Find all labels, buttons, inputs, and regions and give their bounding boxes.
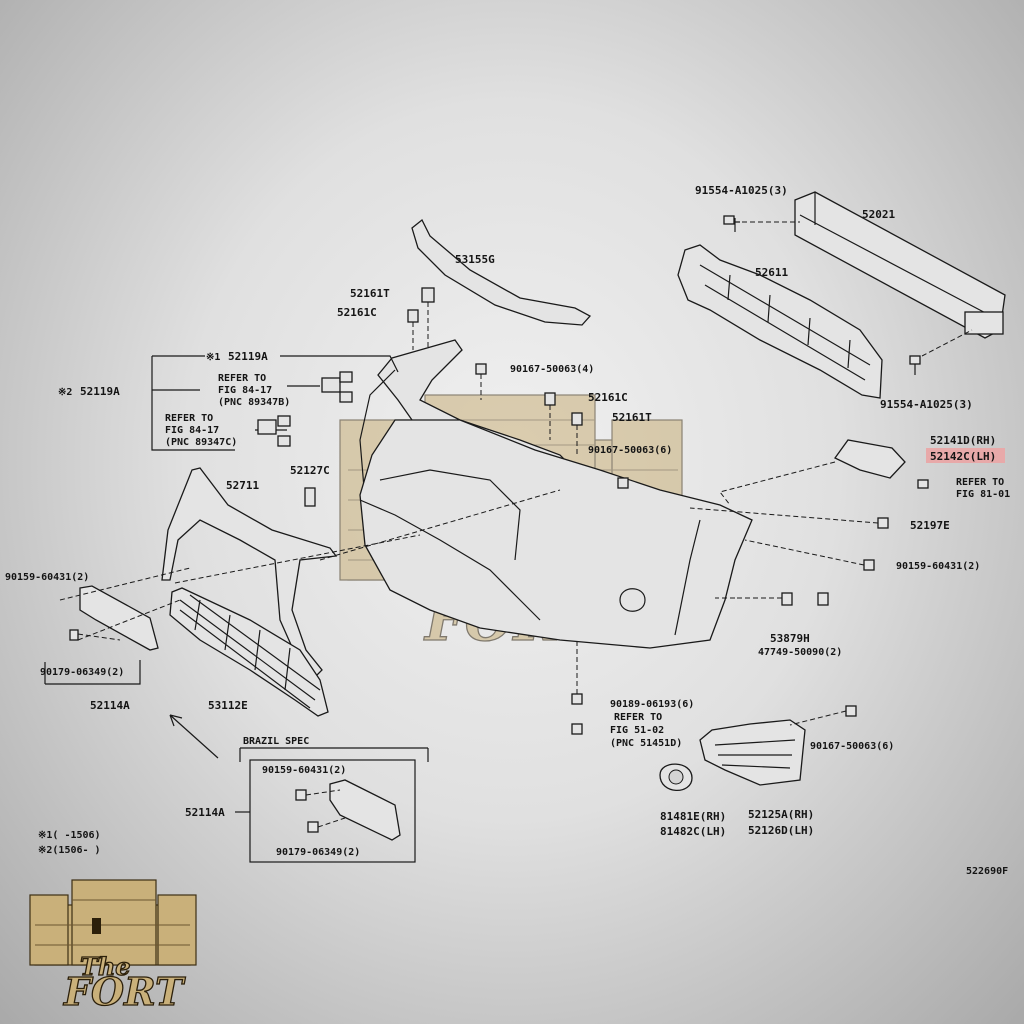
screw-90167-b [617, 477, 629, 489]
clip-52161c-b [544, 392, 556, 440]
clip-53879h [735, 592, 793, 606]
logo-fort-text: FORT [63, 969, 186, 1014]
label-52125a: 52125A(RH) [748, 808, 814, 821]
energy-absorber-52611 [677, 244, 883, 399]
label-52197e: 52197E [910, 519, 950, 532]
label-90189: 90189-06193(6) [610, 699, 694, 710]
bumper-reinforcement-52021 [794, 191, 1006, 339]
label-52127c: 52127C [290, 464, 330, 477]
label-90159-b: 90159-60431(2) [262, 765, 346, 776]
clip-52197e [689, 507, 889, 529]
legend-2: ※2(1506- ) [38, 845, 101, 856]
screw-90159-r [744, 539, 875, 571]
label-52119a-1: 52119A [228, 350, 268, 363]
bolt-91554-bottom [909, 329, 973, 375]
label-52611: 52611 [755, 266, 788, 279]
label-52021: 52021 [862, 208, 895, 221]
clip-52161t-b [571, 412, 583, 455]
refer3-line1: REFER TO [956, 477, 1004, 488]
refer1-line1: REFER TO [218, 373, 266, 384]
direction-arrow [169, 714, 219, 759]
fog-cover-52125a [699, 705, 857, 786]
label-53879h: 53879H [770, 632, 810, 645]
clip-52161t-a [421, 287, 435, 350]
moulding-53155g [411, 218, 592, 326]
label-90167-6b: 90167-50063(6) [810, 741, 894, 752]
label-52119a-2: 52119A [80, 385, 120, 398]
label-52161c-a: 52161C [337, 306, 377, 319]
label-90159-r: 90159-60431(2) [896, 561, 980, 572]
fort-logo: The FORT [29, 879, 197, 1015]
highlight-52142c [926, 448, 1005, 463]
label-52161c-b: 52161C [588, 391, 628, 404]
label-91554-top: 91554-A1025(3) [695, 184, 788, 197]
screw-90189 [571, 640, 583, 735]
label-90167-6a: 90167-50063(6) [588, 445, 672, 456]
label-52161t-a: 52161T [350, 287, 390, 300]
refer1-line2: FIG 84-17 [218, 385, 272, 396]
refer-bracket-lines [151, 355, 235, 451]
mark-1: ※1 [206, 352, 220, 363]
label-52711: 52711 [226, 479, 259, 492]
bumper-cover [359, 419, 753, 649]
clip-52161c-a [407, 309, 419, 350]
leader-52119a [280, 355, 399, 373]
side-retainer-52141d [719, 439, 929, 506]
label-90167-4: 90167-50063(4) [510, 364, 594, 375]
refer4-line2: FIG 51-02 [610, 725, 664, 736]
figure-code: 522690F [966, 866, 1008, 877]
label-53155g: 53155G [455, 253, 495, 266]
screw-90167-a [475, 363, 487, 400]
clip-47749 [817, 592, 829, 606]
refer2-line3: (PNC 89347C) [165, 437, 237, 448]
label-52114a: 52114A [90, 699, 130, 712]
label-90159-l: 90159-60431(2) [5, 572, 89, 583]
refer2-line2: FIG 84-17 [165, 425, 219, 436]
refer1-line3: (PNC 89347B) [218, 397, 290, 408]
label-53112e: 53112E [208, 699, 248, 712]
connector-89347b [321, 371, 353, 403]
logo-the-text: The [80, 952, 131, 981]
brazil-spec-title: BRAZIL SPEC [243, 736, 309, 747]
label-90179-b: 90179-06349(2) [276, 847, 360, 858]
refer2-line1: REFER TO [165, 413, 213, 424]
refer3-line2: FIG 81-01 [956, 489, 1010, 500]
mark-2: ※2 [58, 387, 72, 398]
connector-89347c [257, 415, 291, 447]
label-81481e: 81481E(RH) [660, 810, 726, 823]
lower-grille-53112e [169, 587, 329, 717]
label-47749: 47749-50090(2) [758, 647, 842, 658]
bolt-91554-top [723, 215, 800, 232]
refer4-line3: (PNC 51451D) [610, 738, 682, 749]
brazil-spec-box [235, 747, 429, 863]
label-81482c: 81482C(LH) [660, 825, 726, 838]
label-91554-bottom: 91554-A1025(3) [880, 398, 973, 411]
label-52161t-b: 52161T [612, 411, 652, 424]
assembly-dashed-lines [59, 489, 561, 641]
label-90179-l: 90179-06349(2) [40, 667, 124, 678]
bracket-52127c [304, 487, 316, 507]
label-52142c: 52142C(LH) [930, 450, 996, 463]
label-52114a-b: 52114A [185, 806, 225, 819]
legend-1: ※1( -1506) [38, 830, 101, 841]
label-52141d: 52141D(RH) [930, 434, 996, 447]
refer4-line1: REFER TO [614, 712, 662, 723]
license-bracket-52114a [69, 585, 159, 651]
bracket-52114a [44, 660, 141, 685]
label-52126d: 52126D(LH) [748, 824, 814, 837]
fog-ring-81481e [659, 763, 693, 791]
